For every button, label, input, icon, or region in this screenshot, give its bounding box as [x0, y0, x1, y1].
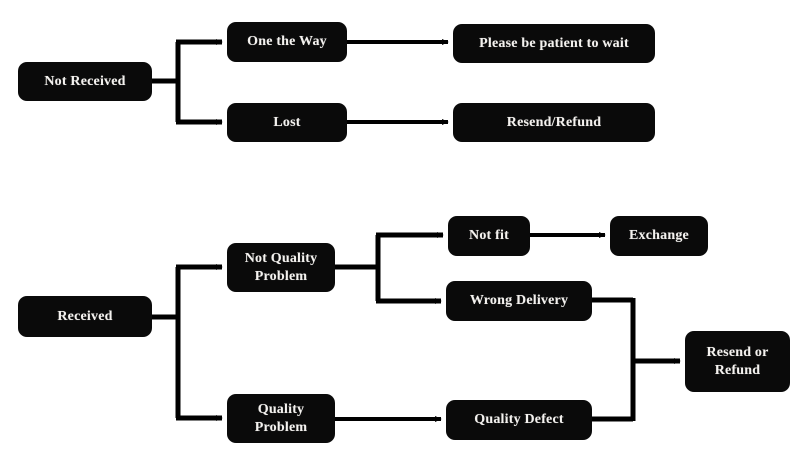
node-wrong-delivery-label: Wrong Delivery: [469, 293, 569, 309]
node-not-quality-problem-label-line2: Problem: [254, 268, 308, 284]
node-quality-defect[interactable]: Quality Defect: [446, 400, 592, 440]
node-not-received-label: Not Received: [44, 73, 126, 89]
node-resend-or-refund-label-line2: Refund: [714, 362, 761, 378]
node-resend-refund-label: Resend/Refund: [506, 114, 602, 130]
node-not-quality-problem-label-line1: Not Quality: [244, 251, 318, 267]
node-resend-or-refund[interactable]: Resend or Refund: [685, 331, 790, 392]
node-not-received[interactable]: Not Received: [18, 62, 152, 101]
node-one-the-way-label: One the Way: [247, 34, 327, 50]
node-resend-or-refund-label-line1: Resend or: [706, 345, 769, 361]
node-wrong-delivery[interactable]: Wrong Delivery: [446, 281, 592, 321]
edge-not-quality-problem-stem: [335, 235, 381, 301]
node-quality-defect-label: Quality Defect: [474, 412, 564, 428]
node-please-be-patient-to-wait-label: Please be patient to wait: [479, 35, 629, 51]
node-resend-refund[interactable]: Resend/Refund: [453, 103, 655, 142]
node-exchange[interactable]: Exchange: [610, 216, 708, 256]
node-not-fit[interactable]: Not fit: [448, 216, 530, 256]
node-lost[interactable]: Lost: [227, 103, 347, 142]
node-lost-label: Lost: [273, 114, 301, 130]
node-received[interactable]: Received: [18, 296, 152, 337]
node-please-be-patient-to-wait[interactable]: Please be patient to wait: [453, 24, 655, 63]
node-exchange-label: Exchange: [629, 228, 689, 244]
node-quality-problem-label-line2: Problem: [254, 419, 308, 435]
node-quality-problem-label-line1: Quality: [257, 402, 305, 418]
edge-received-stem: [152, 267, 181, 418]
node-quality-problem[interactable]: Quality Problem: [227, 394, 335, 443]
node-not-quality-problem[interactable]: Not Quality Problem: [227, 243, 335, 292]
node-not-fit-label: Not fit: [469, 228, 509, 244]
edge-merge-to-resend-or-refund: [592, 297, 681, 422]
node-received-label: Received: [57, 308, 113, 324]
edge-not-received-stem: [152, 42, 181, 122]
node-one-the-way[interactable]: One the Way: [227, 22, 347, 62]
